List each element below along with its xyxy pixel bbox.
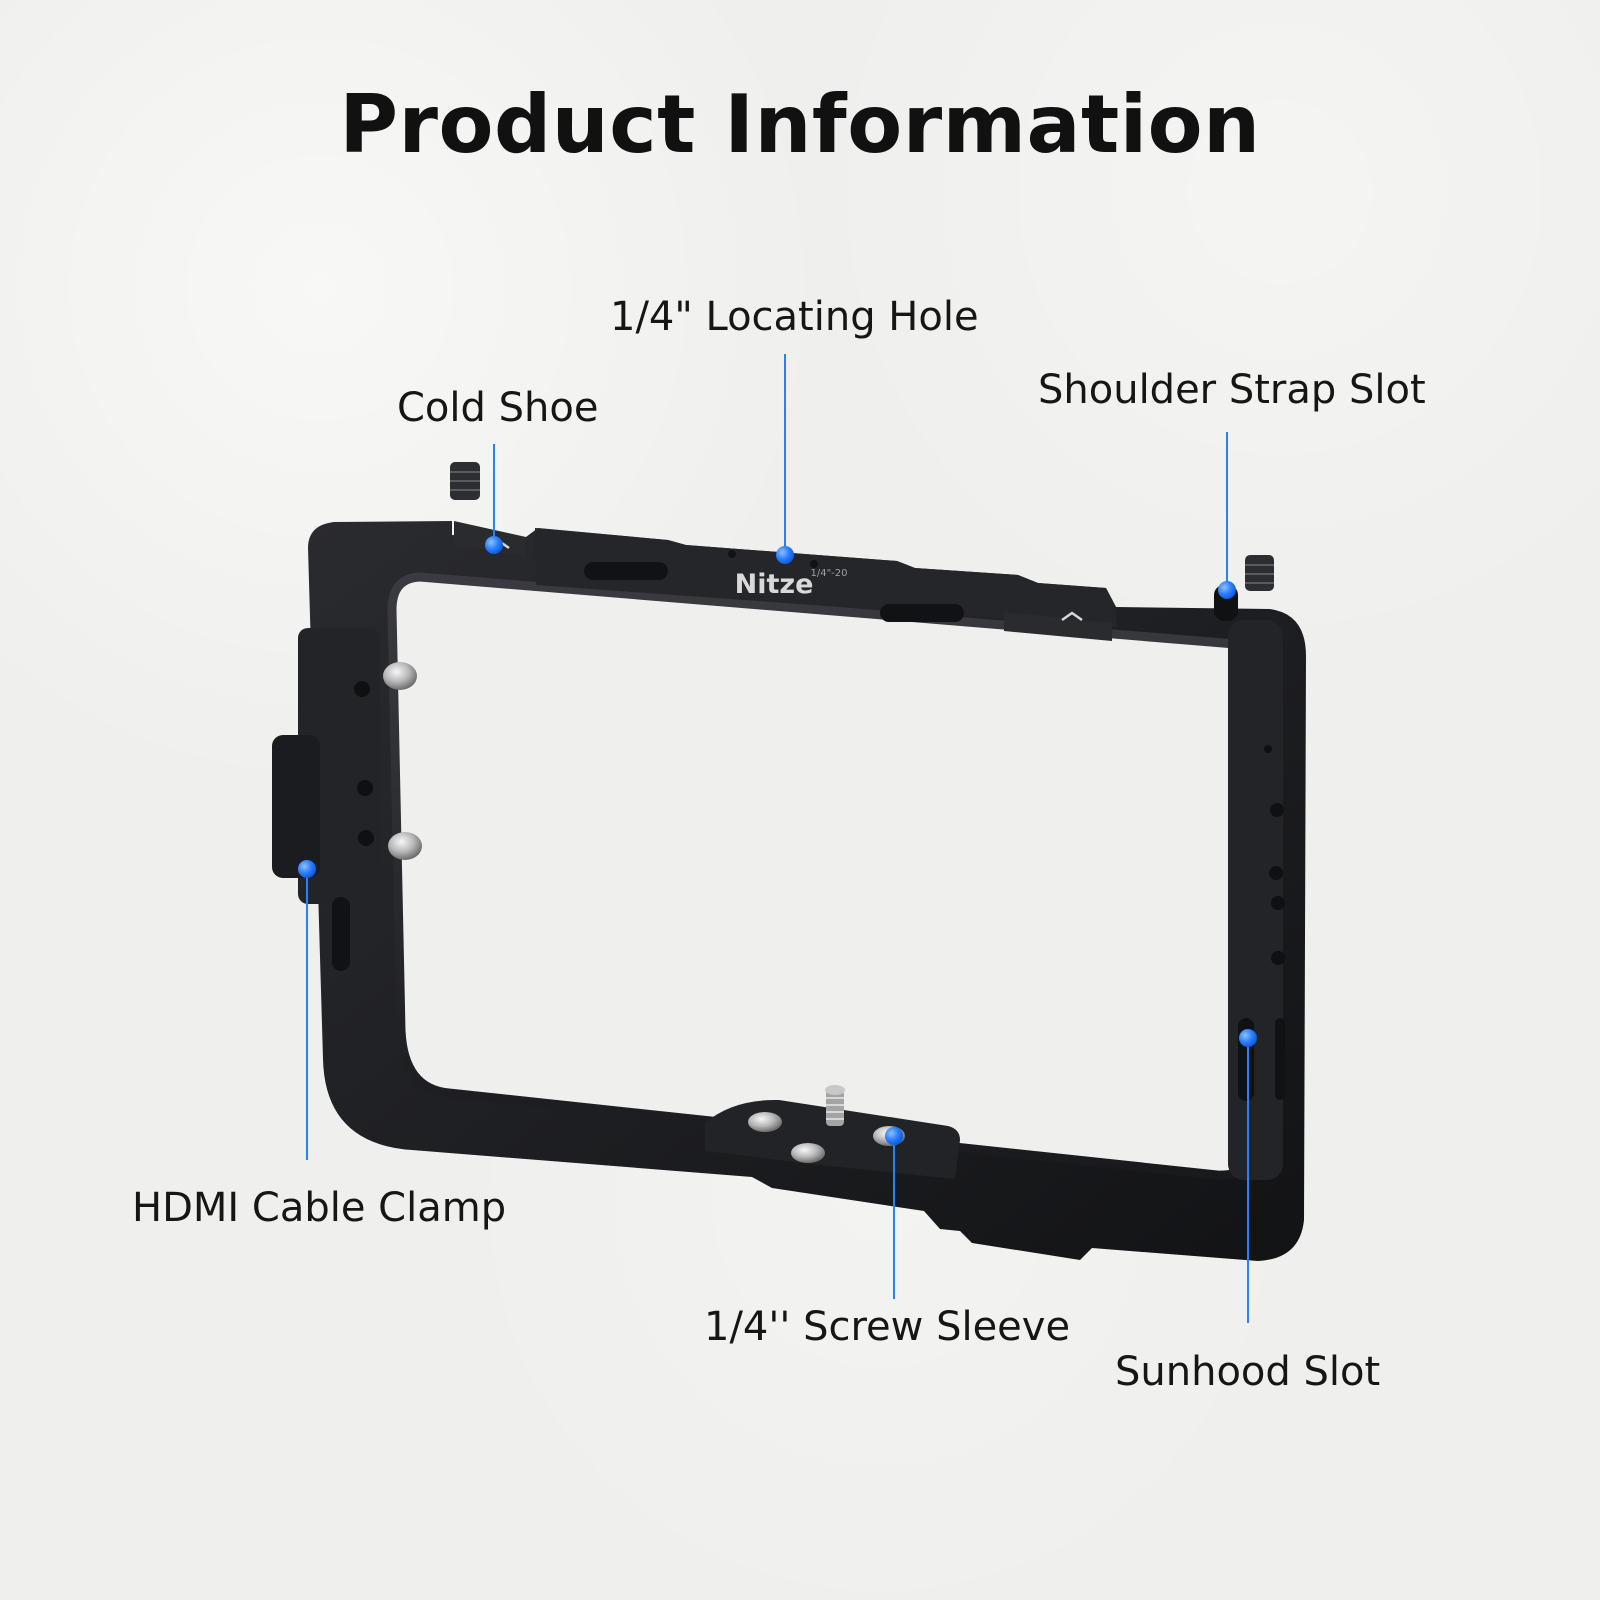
- left-slot: [332, 897, 350, 971]
- screw-icon: [1245, 555, 1274, 591]
- callout-marker-icon: [485, 536, 503, 554]
- locating-hole-label: 1/4" Locating Hole: [610, 294, 979, 340]
- brand-logo: Nitze: [735, 569, 814, 600]
- page-title: Product Information: [339, 78, 1261, 171]
- shoulder-strap-slot-label: Shoulder Strap Slot: [1038, 367, 1426, 413]
- cage-inner-opening: [392, 577, 1271, 1176]
- rosette-screws: [450, 462, 1274, 591]
- bottom-screw-icon: [748, 1112, 782, 1132]
- hdmi-cable-clamp-label: HDMI Cable Clamp: [132, 1185, 507, 1231]
- callout-marker-icon: [885, 1127, 903, 1145]
- right-hole-2: [1270, 803, 1284, 817]
- callout-marker-icon: [298, 860, 316, 878]
- side-hole-1: [354, 681, 370, 697]
- sunhood-slot-label: Sunhood Slot: [1115, 1349, 1381, 1395]
- callout-marker-icon: [1218, 581, 1236, 599]
- top-rail: Nitze 1/4"-20: [454, 521, 1117, 641]
- bottom-screw-icon: [791, 1143, 825, 1163]
- callout-markers: [298, 536, 1257, 1145]
- callout-lines: [306, 354, 1249, 1323]
- side-hole-3: [358, 830, 374, 846]
- locating-hole-small-right: [810, 560, 818, 568]
- bottom-plate: [705, 1085, 960, 1179]
- right-slot-2: [1275, 1018, 1285, 1100]
- side-hole-2: [357, 780, 373, 796]
- right-hole-3: [1269, 866, 1283, 880]
- cold-shoe-label: Cold Shoe: [397, 385, 599, 431]
- top-slot-left: [584, 562, 668, 580]
- cage-frame: [308, 521, 1306, 1261]
- top-rail-plate: [535, 528, 1117, 627]
- cold-shoe-right: [1004, 612, 1112, 641]
- screw-icon: [388, 832, 422, 860]
- right-hole-4: [1271, 896, 1285, 910]
- hdmi-cable-clamp: [272, 735, 320, 878]
- screw-icon: [825, 1085, 845, 1126]
- screw-icon: [450, 462, 480, 500]
- locating-hole-engraving: 1/4"-20: [810, 568, 847, 579]
- screw-sleeve-label: 1/4'' Screw Sleeve: [704, 1304, 1071, 1350]
- right-hole-1: [1264, 745, 1272, 753]
- top-slot-right: [880, 604, 964, 622]
- left-side-hardware: [272, 628, 422, 971]
- callout-marker-icon: [776, 546, 794, 564]
- locating-hole-small-left: [728, 550, 736, 558]
- right-hole-5: [1271, 951, 1285, 965]
- screw-icon: [383, 662, 417, 690]
- callout-marker-icon: [1239, 1029, 1257, 1047]
- cold-shoe-icon: [1061, 611, 1083, 622]
